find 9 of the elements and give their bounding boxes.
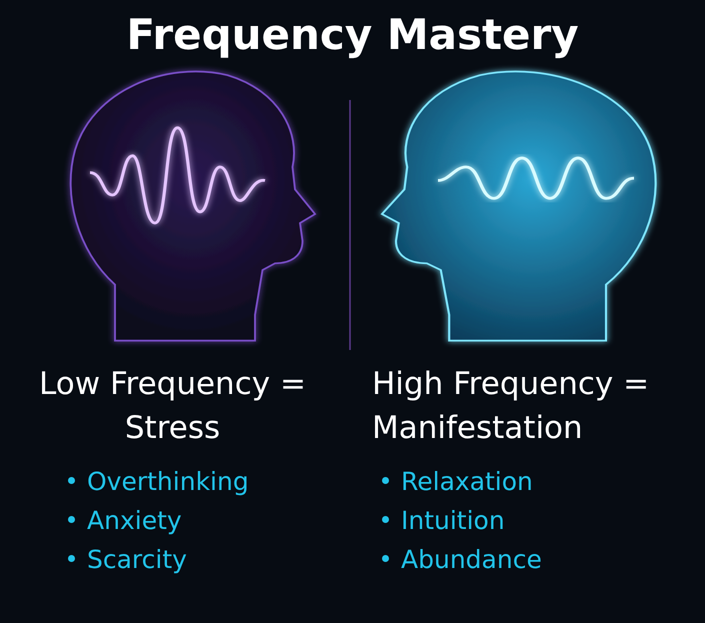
list-item: Relaxation [401, 467, 533, 496]
list-item: Intuition [401, 506, 505, 535]
list-item: Abundance [401, 545, 542, 574]
list-item: Overthinking [87, 467, 249, 496]
list-item: Scarcity [87, 545, 187, 574]
title: Frequency Mastery [125, 10, 580, 59]
heading: Low Frequency = Stress [38, 365, 307, 448]
list-item: Anxiety [87, 506, 182, 535]
heading: High Frequency = Manifestation [372, 365, 650, 448]
